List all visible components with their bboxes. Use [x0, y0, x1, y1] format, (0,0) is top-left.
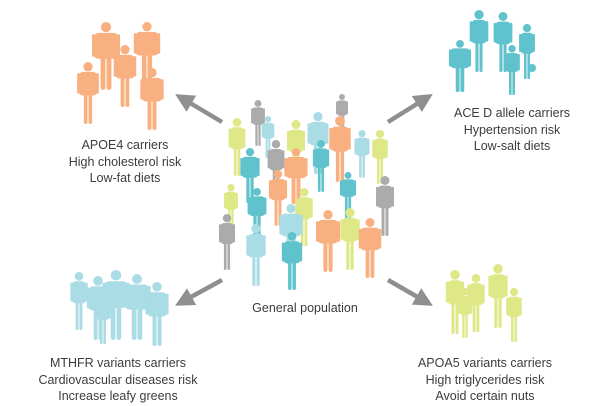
person-silhouette-icon: [488, 264, 508, 328]
ace-group-label: ACE D allele carriers Hypertension risk …: [427, 105, 597, 155]
person-silhouette-icon: [218, 214, 236, 270]
person-silhouette-icon: [467, 274, 485, 332]
general-population-label: General population: [225, 300, 385, 317]
person-silhouette-icon: [457, 288, 473, 338]
arrow-icon: [386, 93, 433, 124]
person-silhouette-icon: [358, 218, 382, 278]
person-silhouette-icon: [268, 170, 288, 226]
mthfr-risk-text: Cardiovascular diseases risk: [38, 372, 198, 387]
person-silhouette-icon: [113, 45, 137, 107]
person-silhouette-icon: [228, 118, 246, 176]
apoe4-risk-text: High cholesterol risk: [68, 154, 182, 169]
person-silhouette-icon: [504, 45, 520, 95]
person-silhouette-icon: [261, 116, 275, 158]
person-silhouette-icon: [315, 210, 341, 272]
person-silhouette-icon: [469, 10, 489, 72]
arrows: [175, 93, 433, 306]
apoa5-carriers-text: APOA5 variants carriers: [417, 356, 553, 370]
person-silhouette-icon: [246, 224, 266, 286]
person-silhouette-icon: [519, 24, 535, 79]
apoa5-group-label: APOA5 variants carriers High triglycerid…: [400, 355, 570, 405]
person-silhouette-icon: [77, 62, 99, 124]
mthfr-group-label: MTHFR variants carriers Cardiovascular d…: [18, 355, 218, 405]
apoe4-diet-text: Low-fat diets: [89, 171, 161, 185]
person-silhouette-icon: [95, 292, 111, 344]
person-silhouette-icon: [340, 208, 360, 270]
person-silhouette-icon: [251, 100, 265, 146]
mthfr-carriers-text: MTHFR variants carriers: [49, 356, 187, 370]
general-population-text: General population: [252, 301, 358, 315]
mthfr-diet-text: Increase leafy greens: [58, 389, 178, 403]
person-silhouette-icon: [506, 288, 522, 342]
person-silhouette-icon: [70, 272, 88, 330]
person-silhouette-icon: [448, 40, 472, 92]
ball-icon: [528, 64, 536, 72]
person-silhouette-icon: [91, 22, 121, 90]
person-silhouette-icon: [329, 116, 351, 182]
arrow-icon: [386, 278, 433, 306]
person-silhouette-icon: [312, 140, 330, 192]
apoa5-risk-text: High triglycerides risk: [425, 372, 545, 387]
person-silhouette-icon: [354, 130, 370, 178]
people-silhouettes: [70, 10, 536, 346]
ace-carriers-text: ACE D allele carriers: [453, 106, 570, 120]
person-silhouette-icon: [145, 282, 169, 346]
person-silhouette-icon: [281, 232, 303, 290]
ace-diet-text: Low-salt diets: [473, 139, 551, 153]
apoa5-diet-text: Avoid certain nuts: [435, 389, 535, 403]
person-silhouette-icon: [240, 148, 260, 203]
person-silhouette-icon: [372, 130, 388, 184]
apoe4-carriers-text: APOE4 carriers: [81, 138, 169, 152]
person-silhouette-icon: [375, 176, 395, 236]
person-silhouette-icon: [102, 270, 130, 340]
person-silhouette-icon: [133, 22, 161, 84]
person-silhouette-icon: [493, 12, 513, 72]
apoe4-group-label: APOE4 carriers High cholesterol risk Low…: [55, 137, 195, 187]
person-silhouette-icon: [284, 148, 308, 204]
arrow-icon: [175, 94, 224, 124]
person-silhouette-icon: [140, 68, 164, 130]
arrow-icon: [175, 278, 224, 306]
ace-risk-text: Hypertension risk: [463, 122, 561, 137]
